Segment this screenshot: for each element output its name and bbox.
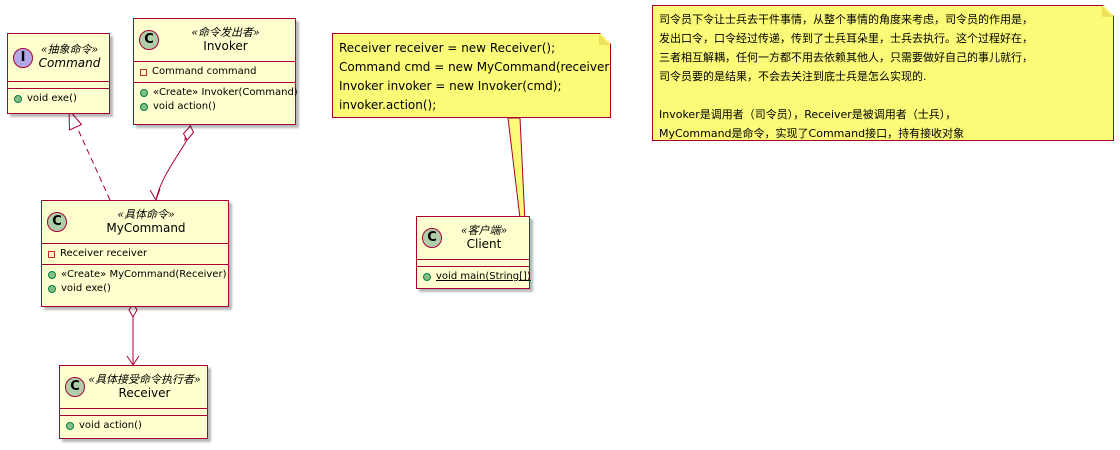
methods-section: «Create» Invoker(Command) void action() (134, 82, 298, 117)
public-icon (423, 273, 431, 281)
client-class-box[interactable]: C «客户端» Client void main(String[]) (416, 216, 531, 289)
stereotype-label: «命令发出者» (191, 26, 260, 39)
class-badge-icon: C (422, 228, 442, 248)
public-icon (14, 95, 22, 103)
methods-section: void action() (60, 415, 207, 436)
explanation-line: 三者相互解耦，任何一方都不用去依赖其他人，只需要做好自己的事儿就行， (659, 51, 1033, 64)
class-header: I «抽象命令» Command (8, 34, 109, 82)
private-icon (48, 250, 55, 258)
methods-section: «Create» MyCommand(Receiver) void exe() (42, 264, 228, 299)
code-line: invoker.action(); (339, 98, 437, 112)
method-row: void main(String[]) (423, 270, 531, 284)
methods-section: void exe() (8, 88, 109, 109)
explanation-line: MyCommand是命令，实现了Command接口，持有接收对象 (659, 127, 965, 140)
class-header: C «具体接受命令执行者» Receiver (60, 366, 207, 409)
command-interface-box[interactable]: I «抽象命令» Command void exe() (7, 33, 110, 114)
interface-badge-icon: I (13, 47, 33, 68)
class-badge-icon: C (47, 212, 67, 232)
public-icon (48, 271, 56, 279)
fields-section: Command command (134, 62, 295, 82)
explanation-line: 司令员下令让士兵去干件事情，从整个事情的角度来考虑，司令员的作用是， (659, 13, 1033, 26)
methods-section: void main(String[]) (417, 266, 531, 287)
code-note[interactable]: Receiver receiver = new Receiver(); Comm… (332, 33, 611, 118)
class-name: Receiver (118, 386, 171, 400)
mycommand-class-box[interactable]: C «具体命令» MyCommand Receiver receiver «Cr… (41, 200, 229, 307)
public-icon (140, 103, 148, 111)
method-row: void exe() (14, 92, 105, 106)
class-badge-icon: C (65, 377, 85, 397)
method-row: «Create» Invoker(Command) (140, 86, 298, 100)
note-fold-icon (1102, 6, 1113, 17)
explanation-line: 发出口令，口令经过传递，传到了士兵耳朵里，士兵去执行。这个过程好在， (659, 32, 1033, 45)
class-name: MyCommand (106, 221, 186, 235)
class-header: C «具体命令» MyCommand (42, 201, 228, 244)
paragraph-gap (659, 86, 1103, 105)
code-line: Invoker invoker = new Invoker(cmd); (339, 79, 562, 93)
method-row: void action() (66, 419, 203, 433)
note-fold-icon (599, 34, 610, 45)
explanation-note[interactable]: 司令员下令让士兵去干件事情，从整个事情的角度来考虑，司令员的作用是， 发出口令，… (652, 5, 1114, 141)
receiver-class-box[interactable]: C «具体接受命令执行者» Receiver void action() (59, 365, 208, 439)
stereotype-label: «具体接受命令执行者» (88, 373, 201, 386)
class-header: C «客户端» Client (417, 217, 529, 260)
code-line: Command cmd = new MyCommand(receiver); (339, 60, 619, 74)
public-icon (66, 422, 74, 430)
class-name: Client (466, 237, 502, 251)
public-icon (140, 89, 148, 97)
method-row: void exe() (48, 282, 224, 296)
method-row: «Create» MyCommand(Receiver) (48, 268, 226, 282)
stereotype-label: «客户端» (460, 224, 508, 237)
realization-link (68, 108, 111, 201)
field-row: Receiver receiver (48, 247, 224, 261)
class-name: Command (38, 56, 101, 70)
explanation-line: Invoker是调用者（司令员），Receiver是被调用者（士兵）， (659, 108, 957, 121)
invoker-class-box[interactable]: C «命令发出者» Invoker Command command «Creat… (133, 18, 298, 125)
method-row: void action() (140, 100, 291, 114)
stereotype-label: «具体命令» (117, 208, 175, 221)
class-badge-icon: C (139, 30, 159, 50)
invoker-aggregation-link (149, 124, 195, 202)
class-name: Invoker (203, 39, 248, 53)
mycommand-aggregation-link (126, 301, 140, 366)
private-icon (140, 68, 147, 76)
class-header: C «命令发出者» Invoker (134, 19, 295, 62)
code-line: Receiver receiver = new Receiver(); (339, 41, 556, 55)
field-row: Command command (140, 65, 291, 79)
fields-section: Receiver receiver (42, 244, 228, 264)
stereotype-label: «抽象命令» (40, 43, 99, 56)
explanation-line: 司令员要的是结果，不会去关注到底士兵是怎么实现的. (659, 70, 927, 83)
public-icon (48, 285, 56, 293)
